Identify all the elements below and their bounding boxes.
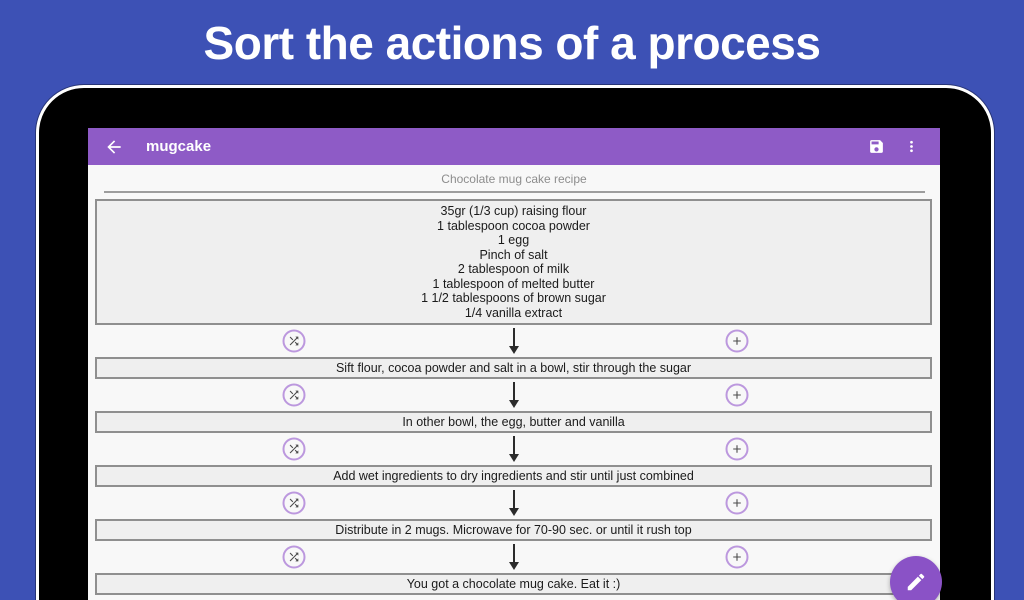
back-button[interactable]	[100, 133, 128, 161]
plus-icon	[731, 335, 744, 348]
ingredients-node[interactable]: 35gr (1/3 cup) raising flour 1 tablespoo…	[95, 199, 932, 325]
down-arrow-icon	[507, 489, 521, 522]
overflow-menu-icon	[903, 138, 920, 155]
step-node[interactable]: Add wet ingredients to dry ingredients a…	[95, 465, 932, 487]
banner-title: Sort the actions of a process	[203, 17, 821, 69]
app-screen: mugcake Chocolate mug cake recipe	[88, 128, 942, 600]
shuffle-icon	[288, 443, 301, 456]
step-text: Add wet ingredients to dry ingredients a…	[333, 469, 694, 483]
ingredient-line: 1 egg	[497, 233, 530, 247]
step-node[interactable]: Distribute in 2 mugs. Microwave for 70-9…	[95, 519, 932, 541]
plus-icon	[731, 551, 744, 564]
step-text: Sift flour, cocoa powder and salt in a b…	[335, 361, 692, 375]
step-text: In other bowl, the egg, butter and vanil…	[402, 415, 625, 429]
connector-row	[88, 541, 940, 573]
connector-row	[88, 379, 940, 411]
shuffle-button[interactable]	[282, 491, 306, 515]
ingredient-line: 35gr (1/3 cup) raising flour	[440, 204, 587, 218]
step-node[interactable]: You got a chocolate mug cake. Eat it :)	[95, 573, 932, 595]
save-button[interactable]	[864, 134, 889, 159]
overflow-menu-button[interactable]	[899, 134, 924, 159]
tablet-frame: mugcake Chocolate mug cake recipe	[36, 85, 994, 600]
ingredient-line: 1 tablespoon of melted butter	[432, 276, 595, 291]
edit-fab-button[interactable]	[890, 556, 942, 600]
shuffle-button[interactable]	[282, 437, 306, 461]
back-arrow-icon	[104, 137, 124, 157]
shuffle-icon	[288, 389, 301, 402]
page-title: mugcake	[146, 138, 212, 155]
save-icon	[868, 138, 885, 155]
toolbar: mugcake	[88, 128, 940, 165]
ingredient-line: 2 tablespoon of milk	[457, 262, 570, 276]
step-text: You got a chocolate mug cake. Eat it :)	[406, 577, 621, 591]
flow-content: Chocolate mug cake recipe 35gr (1/3 cup)…	[88, 165, 940, 595]
add-action-button[interactable]	[725, 491, 749, 515]
ingredient-line: 1 tablespoon cocoa powder	[437, 218, 590, 233]
add-action-button[interactable]	[725, 437, 749, 461]
recipe-title-field[interactable]: Chocolate mug cake recipe	[88, 165, 940, 188]
ingredient-line: Pinch of salt	[479, 247, 548, 262]
shuffle-button[interactable]	[282, 383, 306, 407]
down-arrow-icon	[507, 543, 521, 576]
add-action-button[interactable]	[725, 329, 749, 353]
down-arrow-icon	[507, 381, 521, 414]
plus-icon	[731, 497, 744, 510]
connector-row	[88, 487, 940, 519]
shuffle-icon	[288, 551, 301, 564]
banner: Sort the actions of a process	[0, 0, 1024, 86]
shuffle-icon	[288, 335, 301, 348]
shuffle-button[interactable]	[282, 545, 306, 569]
pencil-icon	[905, 571, 927, 593]
plus-icon	[731, 443, 744, 456]
connector-row	[88, 325, 940, 357]
shuffle-button[interactable]	[282, 329, 306, 353]
toolbar-actions	[864, 134, 924, 159]
down-arrow-icon	[507, 435, 521, 468]
add-action-button[interactable]	[725, 383, 749, 407]
ingredient-line: 1/4 vanilla extract	[464, 305, 563, 320]
plus-icon	[731, 389, 744, 402]
title-underline	[104, 191, 925, 193]
connector-row	[88, 433, 940, 465]
step-node[interactable]: In other bowl, the egg, butter and vanil…	[95, 411, 932, 433]
step-text: Distribute in 2 mugs. Microwave for 70-9…	[335, 523, 692, 537]
down-arrow-icon	[507, 327, 521, 360]
add-action-button[interactable]	[725, 545, 749, 569]
ingredient-line: 1 1/2 tablespoons of brown sugar	[421, 291, 606, 305]
shuffle-icon	[288, 497, 301, 510]
recipe-title: Chocolate mug cake recipe	[441, 172, 587, 186]
step-node[interactable]: Sift flour, cocoa powder and salt in a b…	[95, 357, 932, 379]
